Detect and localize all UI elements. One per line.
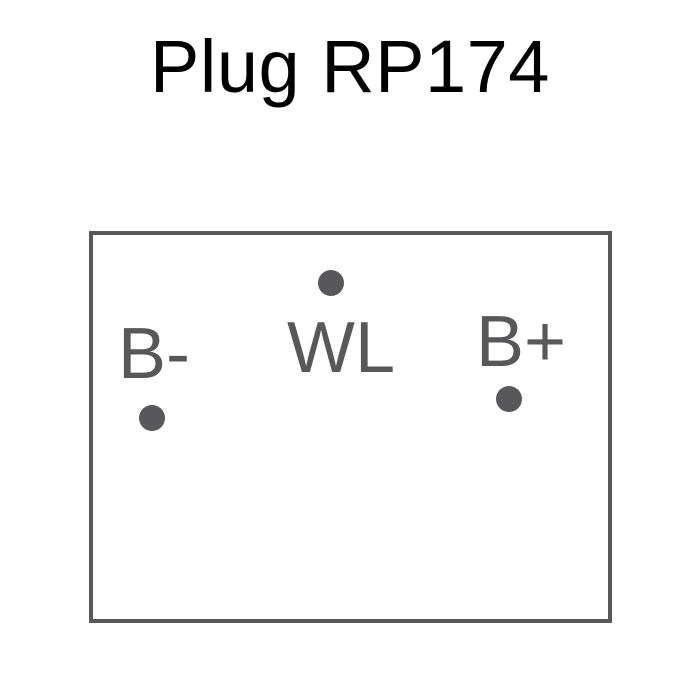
plug-outline: [89, 231, 612, 623]
pin-label-wl: WL: [287, 308, 395, 388]
diagram-title: Plug RP174: [150, 25, 550, 108]
pin-b-plus-dot: [496, 386, 522, 412]
pin-label-b-plus: B+: [476, 302, 567, 382]
pin-b-minus-dot: [139, 405, 165, 431]
pin-wl-dot: [318, 270, 344, 296]
pin-label-b-minus: B-: [118, 314, 190, 394]
